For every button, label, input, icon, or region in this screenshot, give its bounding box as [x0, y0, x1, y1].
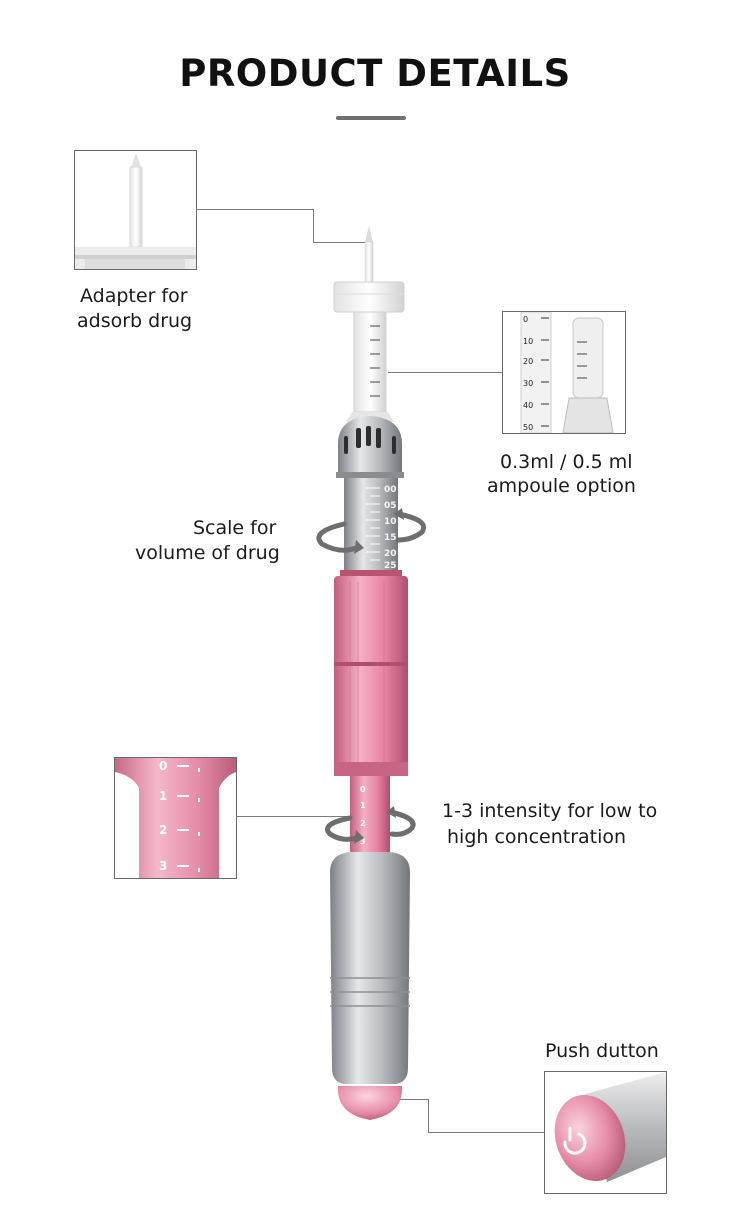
- ampoule-zoom-box: 0 10 20 30 40 50: [502, 311, 626, 434]
- adapter-hub: [333, 281, 405, 313]
- svg-text:1: 1: [360, 801, 366, 810]
- ampoule-label-2: ampoule option: [487, 475, 636, 497]
- svg-text:25: 25: [384, 561, 397, 571]
- adapter-label-2: adsorb drug: [77, 310, 193, 332]
- scale-label-2: volume of drug: [135, 542, 280, 564]
- svg-text:0: 0: [360, 785, 366, 794]
- push-connector-v: [428, 1099, 429, 1133]
- push-label: Push dutton: [545, 1040, 659, 1062]
- adapter-connector-h2: [313, 242, 368, 243]
- push-zoom-box: [544, 1071, 667, 1194]
- adapter-closeup-image: [75, 153, 196, 269]
- intensity-connector: [235, 816, 347, 817]
- ampoule-barrel: [353, 311, 387, 413]
- ampoule-connector: [388, 372, 502, 373]
- volume-scale-section: [344, 478, 398, 570]
- svg-text:50: 50: [523, 423, 533, 432]
- svg-text:05: 05: [384, 501, 397, 511]
- adapter-connector-h: [196, 209, 314, 210]
- svg-text:30: 30: [523, 379, 533, 388]
- push-connector-h2: [428, 1132, 545, 1133]
- svg-text:3: 3: [159, 859, 167, 873]
- intensity-zoom-box: 0 1 2 3: [114, 757, 237, 879]
- ampoule-closeup-image: 0 10 20 30 40 50: [520, 312, 614, 433]
- adapter-zoom-box: [74, 150, 197, 270]
- intensity-label-1: 1-3 intensity for low to: [442, 800, 658, 822]
- svg-text:1: 1: [159, 789, 167, 803]
- intensity-label-2: high concentration: [447, 826, 627, 848]
- intensity-closeup-image: 0 1 2 3: [115, 758, 236, 878]
- svg-text:2: 2: [360, 819, 366, 828]
- svg-text:15: 15: [384, 533, 397, 543]
- title-divider: [336, 116, 406, 120]
- power-icon: [563, 1126, 587, 1155]
- svg-text:10: 10: [384, 517, 397, 527]
- svg-text:10: 10: [523, 337, 533, 346]
- needle: [365, 226, 373, 242]
- svg-text:0: 0: [159, 759, 167, 773]
- rotate-arrow-icon: [316, 511, 426, 553]
- adapter-label-1: Adapter for: [80, 285, 188, 307]
- svg-text:00: 00: [384, 485, 397, 495]
- svg-text:20: 20: [523, 357, 533, 366]
- svg-text:20: 20: [384, 549, 397, 559]
- ampoule-label-1: 0.3ml / 0.5 ml: [500, 451, 633, 473]
- svg-text:3: 3: [360, 837, 366, 846]
- push-button: [337, 1086, 403, 1120]
- svg-text:2: 2: [159, 823, 167, 837]
- ampoule-tick-0: 0: [523, 315, 528, 324]
- silver-handle: [330, 852, 410, 1084]
- scale-label-1: Scale for: [193, 517, 277, 539]
- adapter-connector-v: [313, 209, 314, 243]
- push-button-closeup-image: [554, 1072, 666, 1182]
- push-connector-h: [400, 1099, 429, 1100]
- pen-device-illustration: 00 05 10 15 20 25 0 1 2 3: [316, 226, 426, 1120]
- page-title: PRODUCT DETAILS: [179, 52, 571, 95]
- pink-body: [334, 576, 408, 776]
- svg-text:40: 40: [523, 401, 533, 410]
